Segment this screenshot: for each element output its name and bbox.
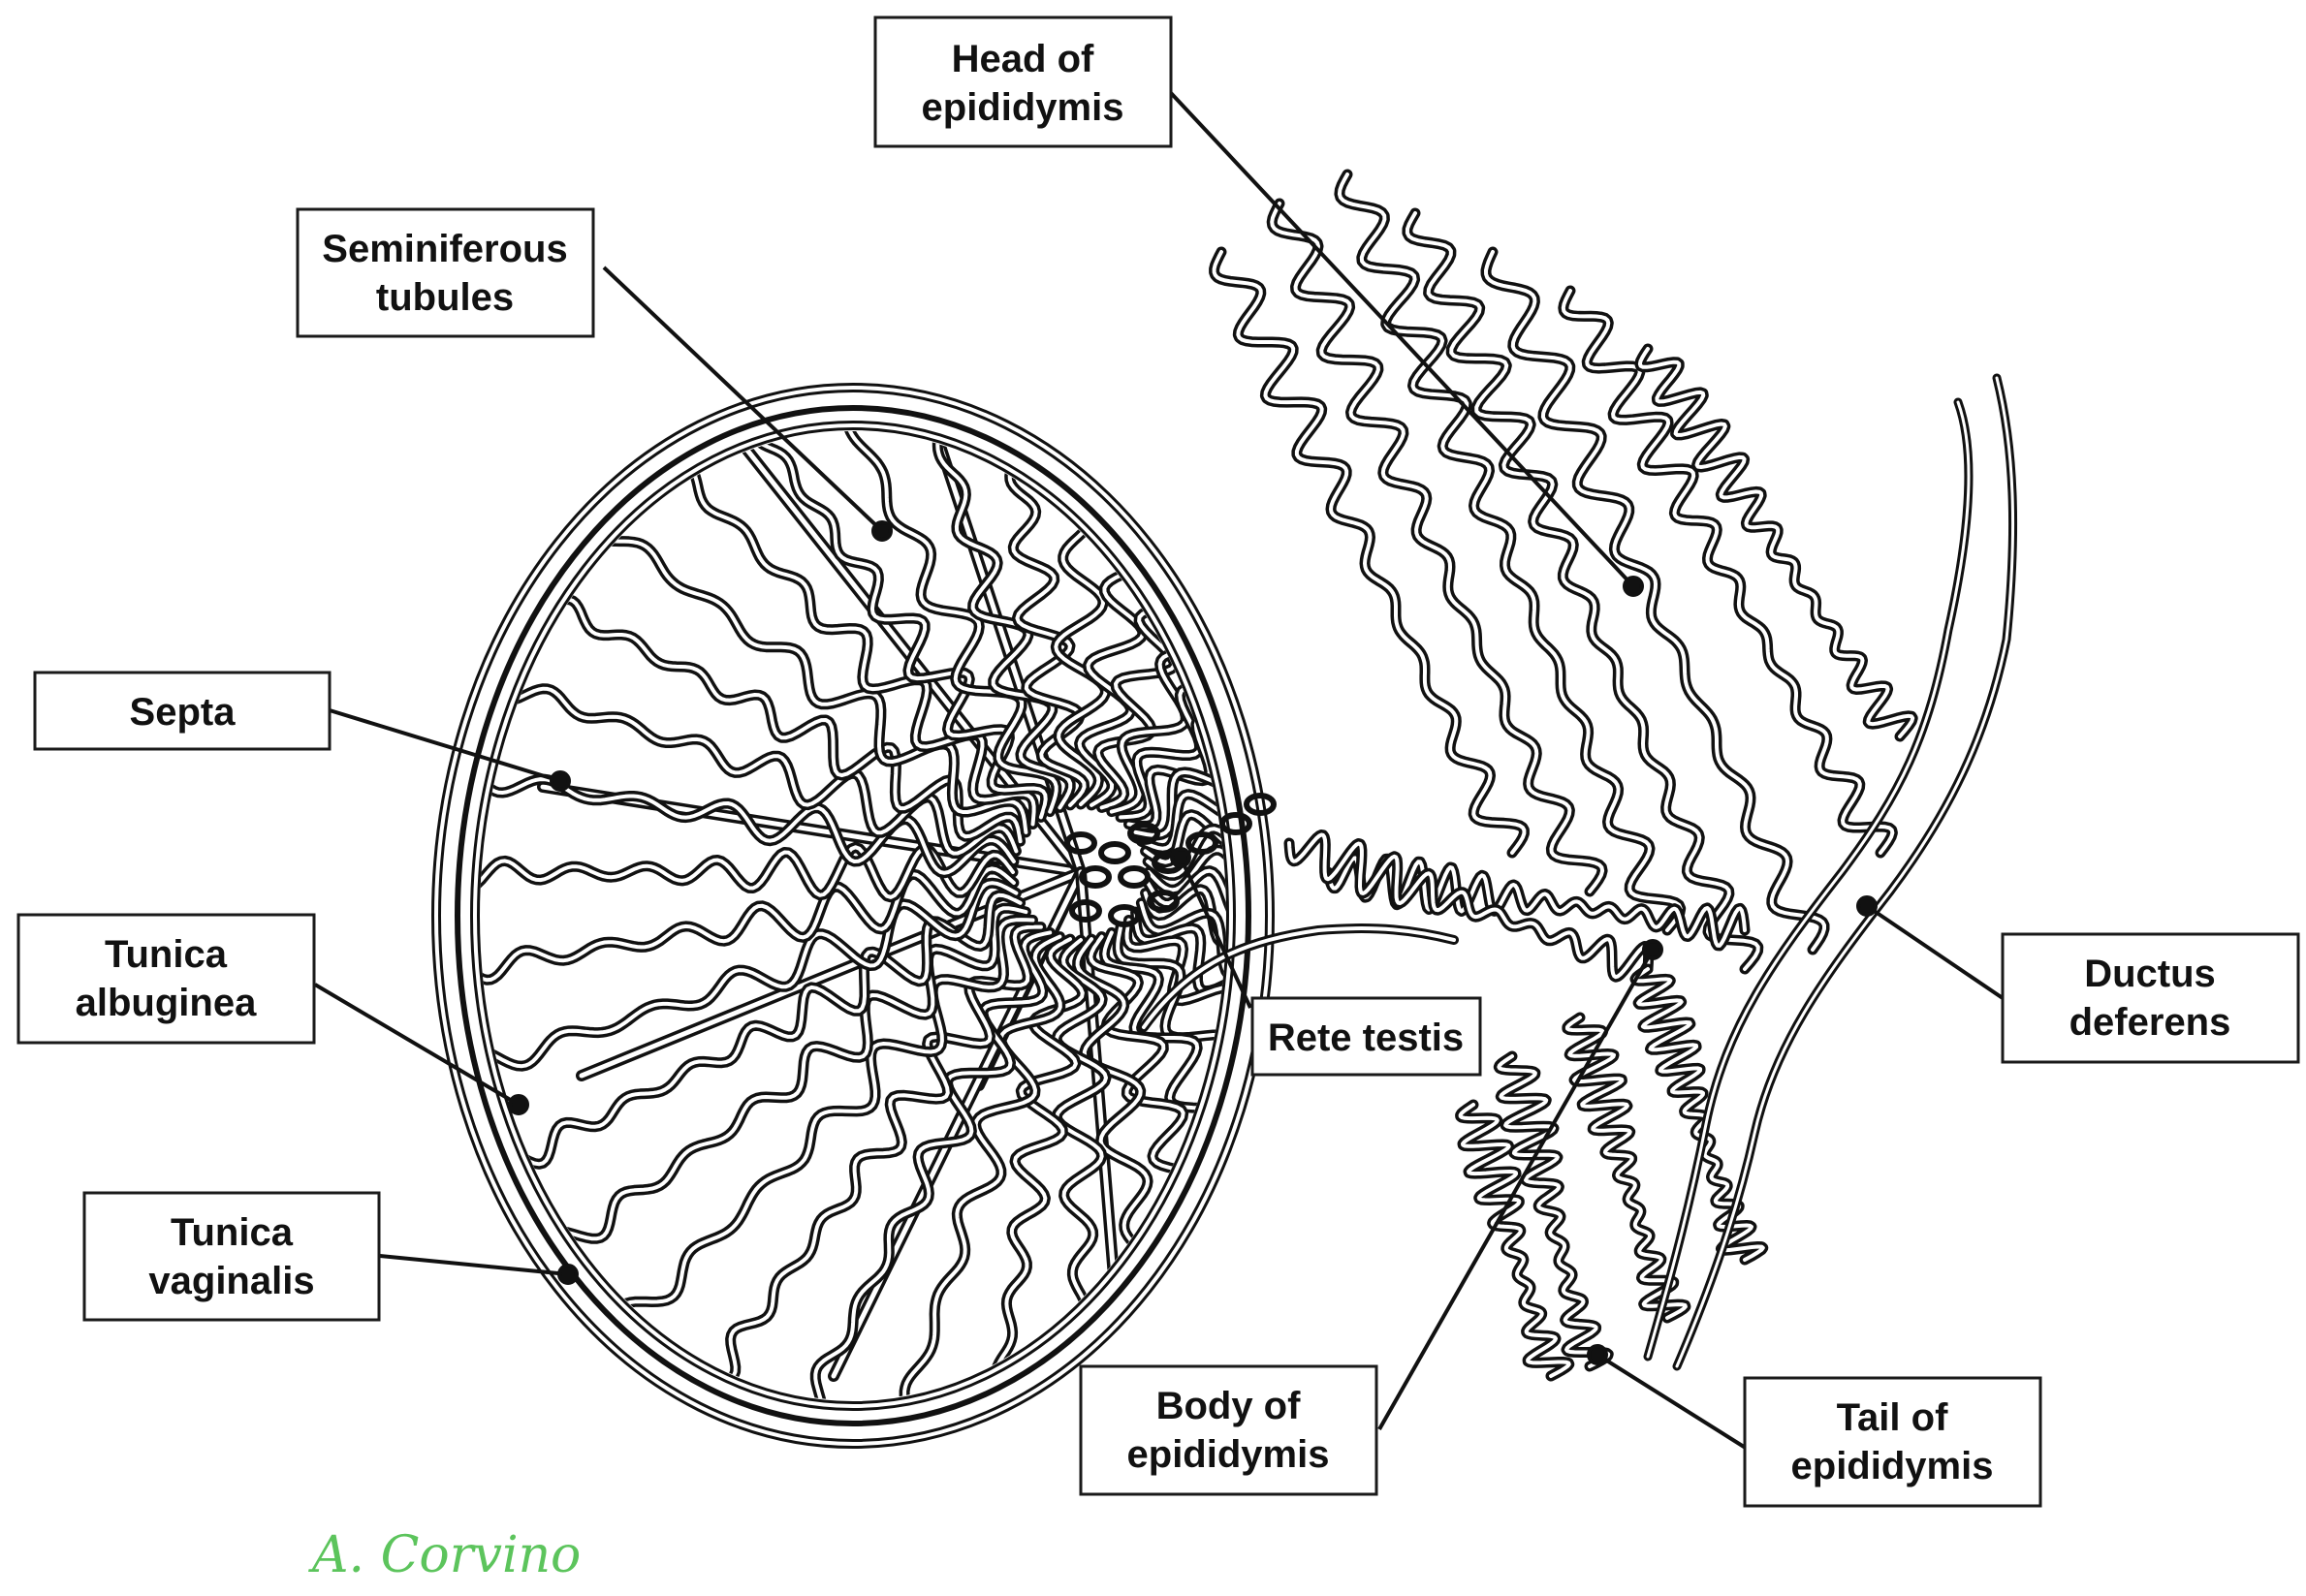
rete-loop <box>1185 831 1218 855</box>
label-tunica-vaginalis: Tunica vaginalis <box>82 1191 381 1322</box>
svg-text:epididymis: epididymis <box>1127 1433 1330 1476</box>
rete-loop <box>1127 822 1160 845</box>
label-body-of-epididymis: Body of epididymis <box>1079 1364 1378 1496</box>
svg-text:Head of: Head of <box>952 38 1094 80</box>
label-seminiferous-tubules: Seminiferous tubules <box>296 207 595 338</box>
epididymis <box>1139 169 1918 1382</box>
rete-loop <box>1069 899 1102 923</box>
label-rete-testis: Rete testis <box>1250 996 1482 1077</box>
tunica-albuginea-ring <box>470 421 1236 1411</box>
rete-loop <box>1147 890 1180 913</box>
label-ductus-deferens: Ductus deferens <box>2001 932 2300 1064</box>
svg-text:Body of: Body of <box>1156 1385 1302 1427</box>
rete-loop <box>1244 793 1277 816</box>
svg-text:Tunica: Tunica <box>105 933 228 976</box>
rete-loop <box>1064 831 1097 855</box>
svg-text:Tunica: Tunica <box>171 1211 294 1254</box>
rete-loop <box>1079 865 1112 889</box>
svg-text:Ductus: Ductus <box>2084 953 2216 995</box>
label-tail-of-epididymis: Tail of epididymis <box>1743 1376 2042 1508</box>
rete-loop <box>1219 812 1252 835</box>
svg-text:epididymis: epididymis <box>922 86 1124 129</box>
label-septa: Septa <box>33 671 332 751</box>
svg-text:epididymis: epididymis <box>1791 1445 1994 1487</box>
svg-text:Rete testis: Rete testis <box>1268 1017 1464 1059</box>
label-head-of-epididymis: Head of epididymis <box>873 16 1173 148</box>
svg-text:Tail of: Tail of <box>1837 1396 1948 1439</box>
seminiferous-tubule <box>1140 635 1226 868</box>
tunica-vaginalis-inner <box>455 405 1251 1426</box>
label-tunica-albuginea: Tunica albuginea <box>16 913 316 1045</box>
author-signature: A. Corvino <box>308 1526 581 1584</box>
svg-text:tubules: tubules <box>376 276 514 319</box>
rete-loop <box>1118 865 1151 889</box>
svg-text:vaginalis: vaginalis <box>148 1260 314 1302</box>
svg-text:deferens: deferens <box>2069 1001 2231 1044</box>
ductus-deferens-tube <box>1643 373 2018 1371</box>
leader-lines <box>313 91 2005 1454</box>
rete-loop <box>1098 841 1131 864</box>
svg-text:albuginea: albuginea <box>76 982 257 1024</box>
epididymis-coils <box>1139 169 1918 1382</box>
seminiferous-tubule <box>1106 431 1226 818</box>
svg-text:Septa: Septa <box>130 691 237 734</box>
seminiferous-tubule <box>1115 431 1226 823</box>
rete-loop <box>1108 904 1141 927</box>
svg-text:Seminiferous: Seminiferous <box>322 228 567 270</box>
